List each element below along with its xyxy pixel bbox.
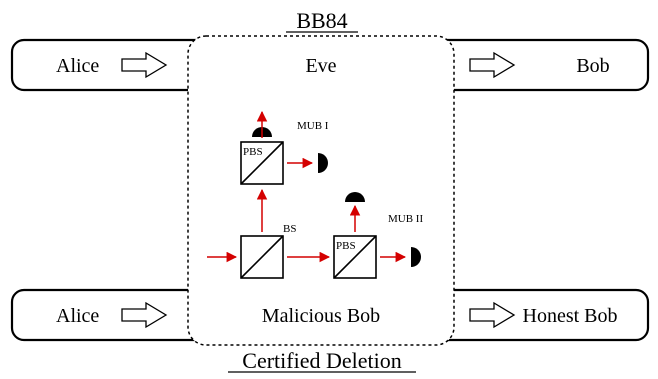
- pbs-upper-label: PBS: [243, 146, 263, 158]
- bs-label: BS: [283, 223, 296, 235]
- title-bb84: BB84: [296, 8, 347, 33]
- arrow-alice-to-malicious-bob-icon: [121, 301, 168, 329]
- alice-label-top: Alice: [56, 55, 99, 77]
- arrow-malicious-to-honest-bob-icon: [469, 301, 516, 329]
- malicious-bob-label: Malicious Bob: [262, 305, 380, 327]
- mub-2-label: MUB II: [388, 213, 423, 225]
- adversary-region: [187, 35, 455, 346]
- beam-paths: [207, 110, 407, 263]
- pbs-lower-label: PBS: [336, 240, 356, 252]
- alice-label-bottom: Alice: [56, 305, 99, 327]
- arrow-eve-to-bob-icon: [469, 51, 516, 79]
- detector-right-upper-icon: [318, 153, 328, 173]
- detector-mid-icon: [345, 192, 365, 202]
- honest-bob-label: Honest Bob: [523, 305, 618, 327]
- mub-1-label: MUB I: [297, 120, 329, 132]
- beam-splitter: [240, 235, 284, 279]
- pbs-upper: [240, 141, 284, 185]
- arrow-alice-to-eve-icon: [121, 51, 168, 79]
- eve-label: Eve: [305, 55, 336, 77]
- detector-right-lower-icon: [411, 247, 421, 267]
- bob-label: Bob: [576, 55, 609, 77]
- pbs-lower: [333, 235, 377, 279]
- title-certified-deletion: Certified Deletion: [242, 348, 401, 373]
